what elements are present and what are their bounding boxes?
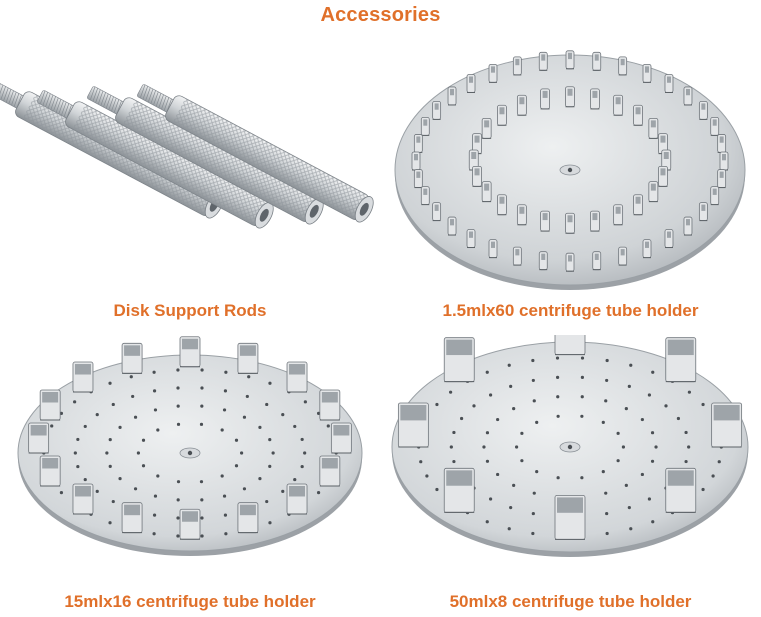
tube-clip: [658, 133, 668, 155]
tube-clip: [613, 94, 624, 116]
page-title: Accessories: [320, 4, 441, 26]
tube-clip: [516, 204, 527, 226]
tube-clip: [179, 336, 201, 368]
tube-clip: [565, 252, 575, 272]
tube-clip: [590, 88, 600, 110]
tube-clip: [683, 216, 693, 236]
tube-clip: [432, 101, 442, 120]
tube-clip: [237, 342, 259, 374]
tube-clip: [72, 483, 94, 515]
tube-clip: [466, 74, 476, 93]
tube-clip: [472, 165, 482, 187]
tube-clip: [28, 422, 50, 454]
tube-clip: [565, 86, 575, 108]
support-rods-image: [0, 40, 380, 295]
tube-clip: [658, 165, 668, 187]
tube-clip: [466, 229, 476, 249]
tube-clip: [664, 74, 674, 93]
tube-clip: [72, 361, 94, 393]
tube-clip: [665, 467, 697, 513]
tube-clip: [565, 50, 575, 70]
tube-clip: [538, 51, 548, 71]
tube-clip: [618, 246, 628, 266]
tube-clip: [648, 181, 659, 203]
tube-clip: [179, 508, 201, 540]
tube-clip: [710, 186, 720, 206]
tube-clip: [710, 116, 720, 136]
tube-clip: [554, 335, 586, 356]
tube-clip: [554, 494, 586, 540]
tube-clip: [397, 402, 429, 448]
tube-clip: [613, 204, 624, 226]
support-rod: [87, 86, 324, 225]
tube-clip: [39, 455, 61, 487]
tube-clip: [443, 337, 475, 383]
tube-clip: [286, 483, 308, 515]
tube-clip: [512, 246, 522, 266]
tube-clip: [488, 239, 498, 259]
support-rod: [137, 84, 374, 223]
tube-clip: [540, 210, 550, 232]
tube-clip: [717, 134, 727, 153]
tube-clip: [39, 389, 61, 421]
tube-clip: [592, 251, 602, 271]
caption-support-rods: Disk Support Rods: [113, 301, 267, 320]
tube-clip: [468, 149, 479, 171]
tube-clip: [633, 104, 643, 126]
caption-60-holder: 1.5mlx60 centrifuge tube holder: [442, 301, 699, 320]
tube-clip: [497, 194, 507, 216]
tube-clip: [420, 116, 430, 136]
tube-clip: [538, 251, 548, 271]
tube-clip: [481, 181, 492, 203]
tube-clip: [488, 63, 498, 83]
tube-clip: [698, 101, 708, 120]
tube-clip: [121, 342, 143, 374]
tube-clip: [443, 467, 475, 513]
tube-clip: [665, 337, 697, 383]
tube-clip: [711, 402, 743, 448]
disk-16-clips-image: [0, 335, 380, 580]
tube-clip: [237, 502, 259, 534]
tube-clip: [319, 389, 341, 421]
tube-clip: [664, 229, 674, 249]
tube-clip: [618, 56, 628, 76]
caption-16-holder: 15mlx16 centrifuge tube holder: [64, 592, 316, 611]
tube-clip: [642, 239, 652, 259]
tube-clip: [512, 56, 522, 76]
disk-8-clips-image: [380, 335, 761, 580]
tube-clip: [413, 134, 423, 153]
tube-clip: [717, 169, 727, 189]
tube-clip: [286, 361, 308, 393]
tube-clip: [642, 63, 652, 83]
tube-clip: [330, 422, 352, 454]
disk-60-clips-image: [380, 40, 761, 295]
tube-clip: [648, 117, 659, 139]
tube-clip: [719, 151, 729, 171]
tube-clip: [683, 86, 693, 106]
caption-8-holder: 50mlx8 centrifuge tube holder: [449, 592, 692, 611]
tube-clip: [420, 186, 430, 206]
tube-clip: [698, 202, 708, 222]
tube-clip: [565, 212, 575, 234]
tube-clip: [413, 169, 423, 189]
tube-clip: [121, 502, 143, 534]
tube-clip: [447, 86, 457, 106]
tube-clip: [540, 88, 550, 110]
tube-clip: [411, 151, 421, 171]
tube-clip: [633, 194, 643, 216]
tube-clip: [481, 117, 492, 139]
tube-clip: [319, 455, 341, 487]
tube-clip: [432, 202, 442, 222]
support-rod: [37, 90, 274, 229]
tube-clip: [447, 216, 457, 236]
tube-clip: [590, 210, 600, 232]
tube-clip: [516, 94, 527, 116]
tube-clip: [497, 104, 507, 126]
tube-clip: [592, 51, 602, 71]
